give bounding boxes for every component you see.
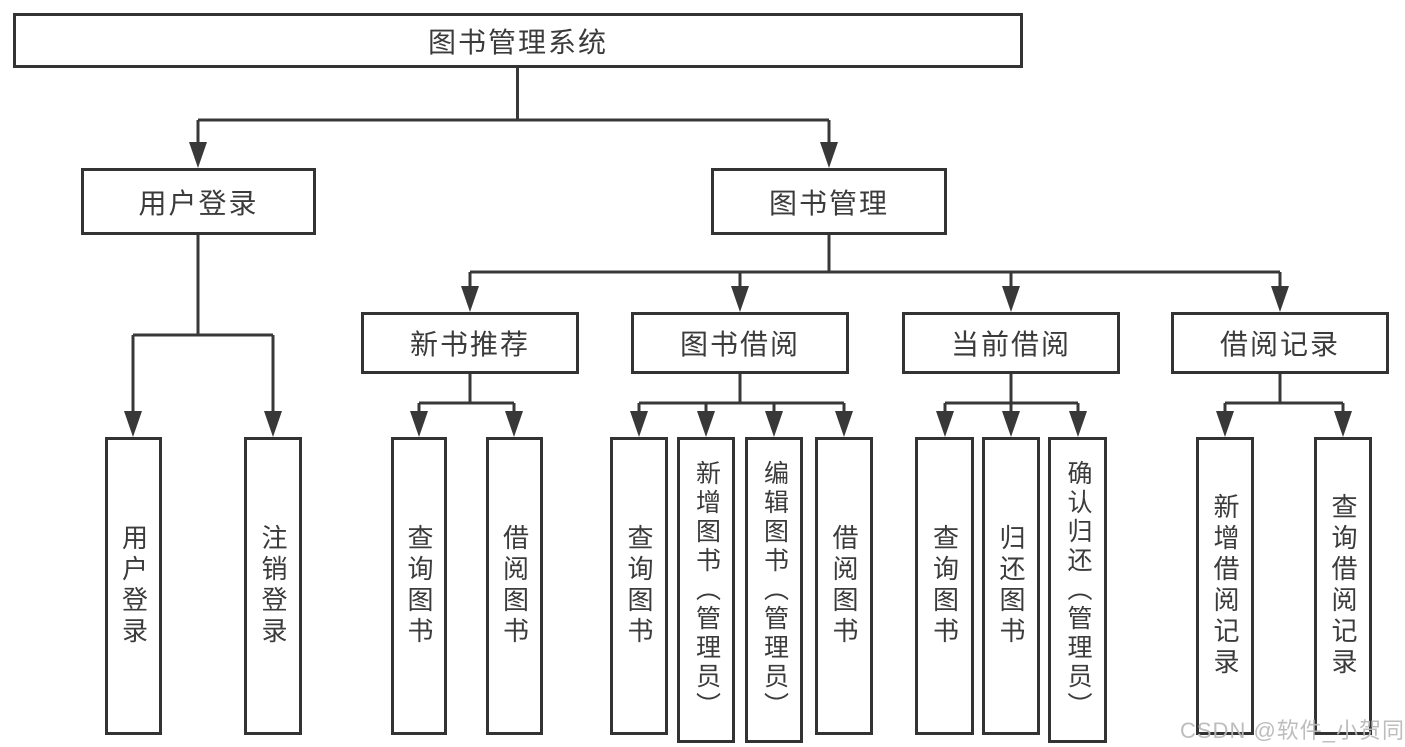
node-borrow-records: 借阅记录 (1171, 312, 1389, 374)
leaf-newrec-borrow-books: 借阅图书 (486, 437, 543, 735)
leaf-current-return-books: 归还图书 (982, 437, 1040, 735)
leaf-newrec-query-books: 查询图书 (391, 437, 447, 735)
leaf-records-add-record: 新增借阅记录 (1196, 437, 1254, 735)
node-current-borrow-label: 当前借阅 (950, 329, 1071, 360)
node-book-borrow: 图书借阅 (631, 312, 849, 374)
node-book-borrow-label: 图书借阅 (679, 329, 800, 360)
leaf-borrow-add-books-admin-label: 新增图书（管理员） (692, 459, 721, 721)
leaf-current-confirm-return-admin: 确认归还（管理员） (1048, 437, 1107, 743)
node-new-book-recommend: 新书推荐 (361, 312, 579, 374)
node-borrow-records-label: 借阅记录 (1219, 329, 1340, 360)
leaf-current-return-books-label: 归还图书 (996, 524, 1026, 648)
node-current-borrow: 当前借阅 (902, 312, 1120, 374)
leaf-records-query-record-label: 查询借阅记录 (1328, 493, 1358, 679)
node-new-book-recommend-label: 新书推荐 (409, 329, 530, 360)
leaf-user-login-label: 用户登录 (118, 524, 149, 648)
node-root-label: 图书管理系统 (427, 26, 608, 58)
leaf-borrow-borrow-books: 借阅图书 (815, 437, 873, 735)
leaf-records-query-record: 查询借阅记录 (1314, 437, 1372, 735)
leaf-records-add-record-label: 新增借阅记录 (1210, 493, 1240, 679)
leaf-logout-label: 注销登录 (258, 524, 288, 648)
leaf-current-query-books-label: 查询图书 (929, 524, 960, 648)
leaf-current-confirm-return-admin-label: 确认归还（管理员） (1064, 459, 1092, 721)
leaf-borrow-query-books: 查询图书 (610, 437, 668, 735)
node-book-management-label: 图书管理 (768, 187, 889, 219)
leaf-borrow-borrow-books-label: 借阅图书 (829, 524, 859, 648)
leaf-user-login: 用户登录 (105, 437, 162, 735)
leaf-newrec-borrow-books-label: 借阅图书 (499, 524, 530, 648)
leaf-borrow-edit-books-admin: 编辑图书（管理员） (745, 437, 803, 743)
leaf-newrec-query-books-label: 查询图书 (404, 524, 434, 648)
leaf-borrow-add-books-admin: 新增图书（管理员） (677, 437, 735, 743)
leaf-borrow-query-books-label: 查询图书 (624, 524, 654, 648)
leaf-borrow-edit-books-admin-label: 编辑图书（管理员） (760, 459, 789, 721)
node-book-management: 图书管理 (711, 168, 947, 235)
node-root: 图书管理系统 (13, 13, 1023, 68)
node-user-login: 用户登录 (81, 168, 316, 235)
csdn-watermark: CSDN @软件_小贺同学 (1180, 718, 1405, 743)
leaf-logout: 注销登录 (244, 437, 302, 735)
leaf-current-query-books: 查询图书 (915, 437, 974, 735)
node-user-login-label: 用户登录 (138, 187, 259, 219)
